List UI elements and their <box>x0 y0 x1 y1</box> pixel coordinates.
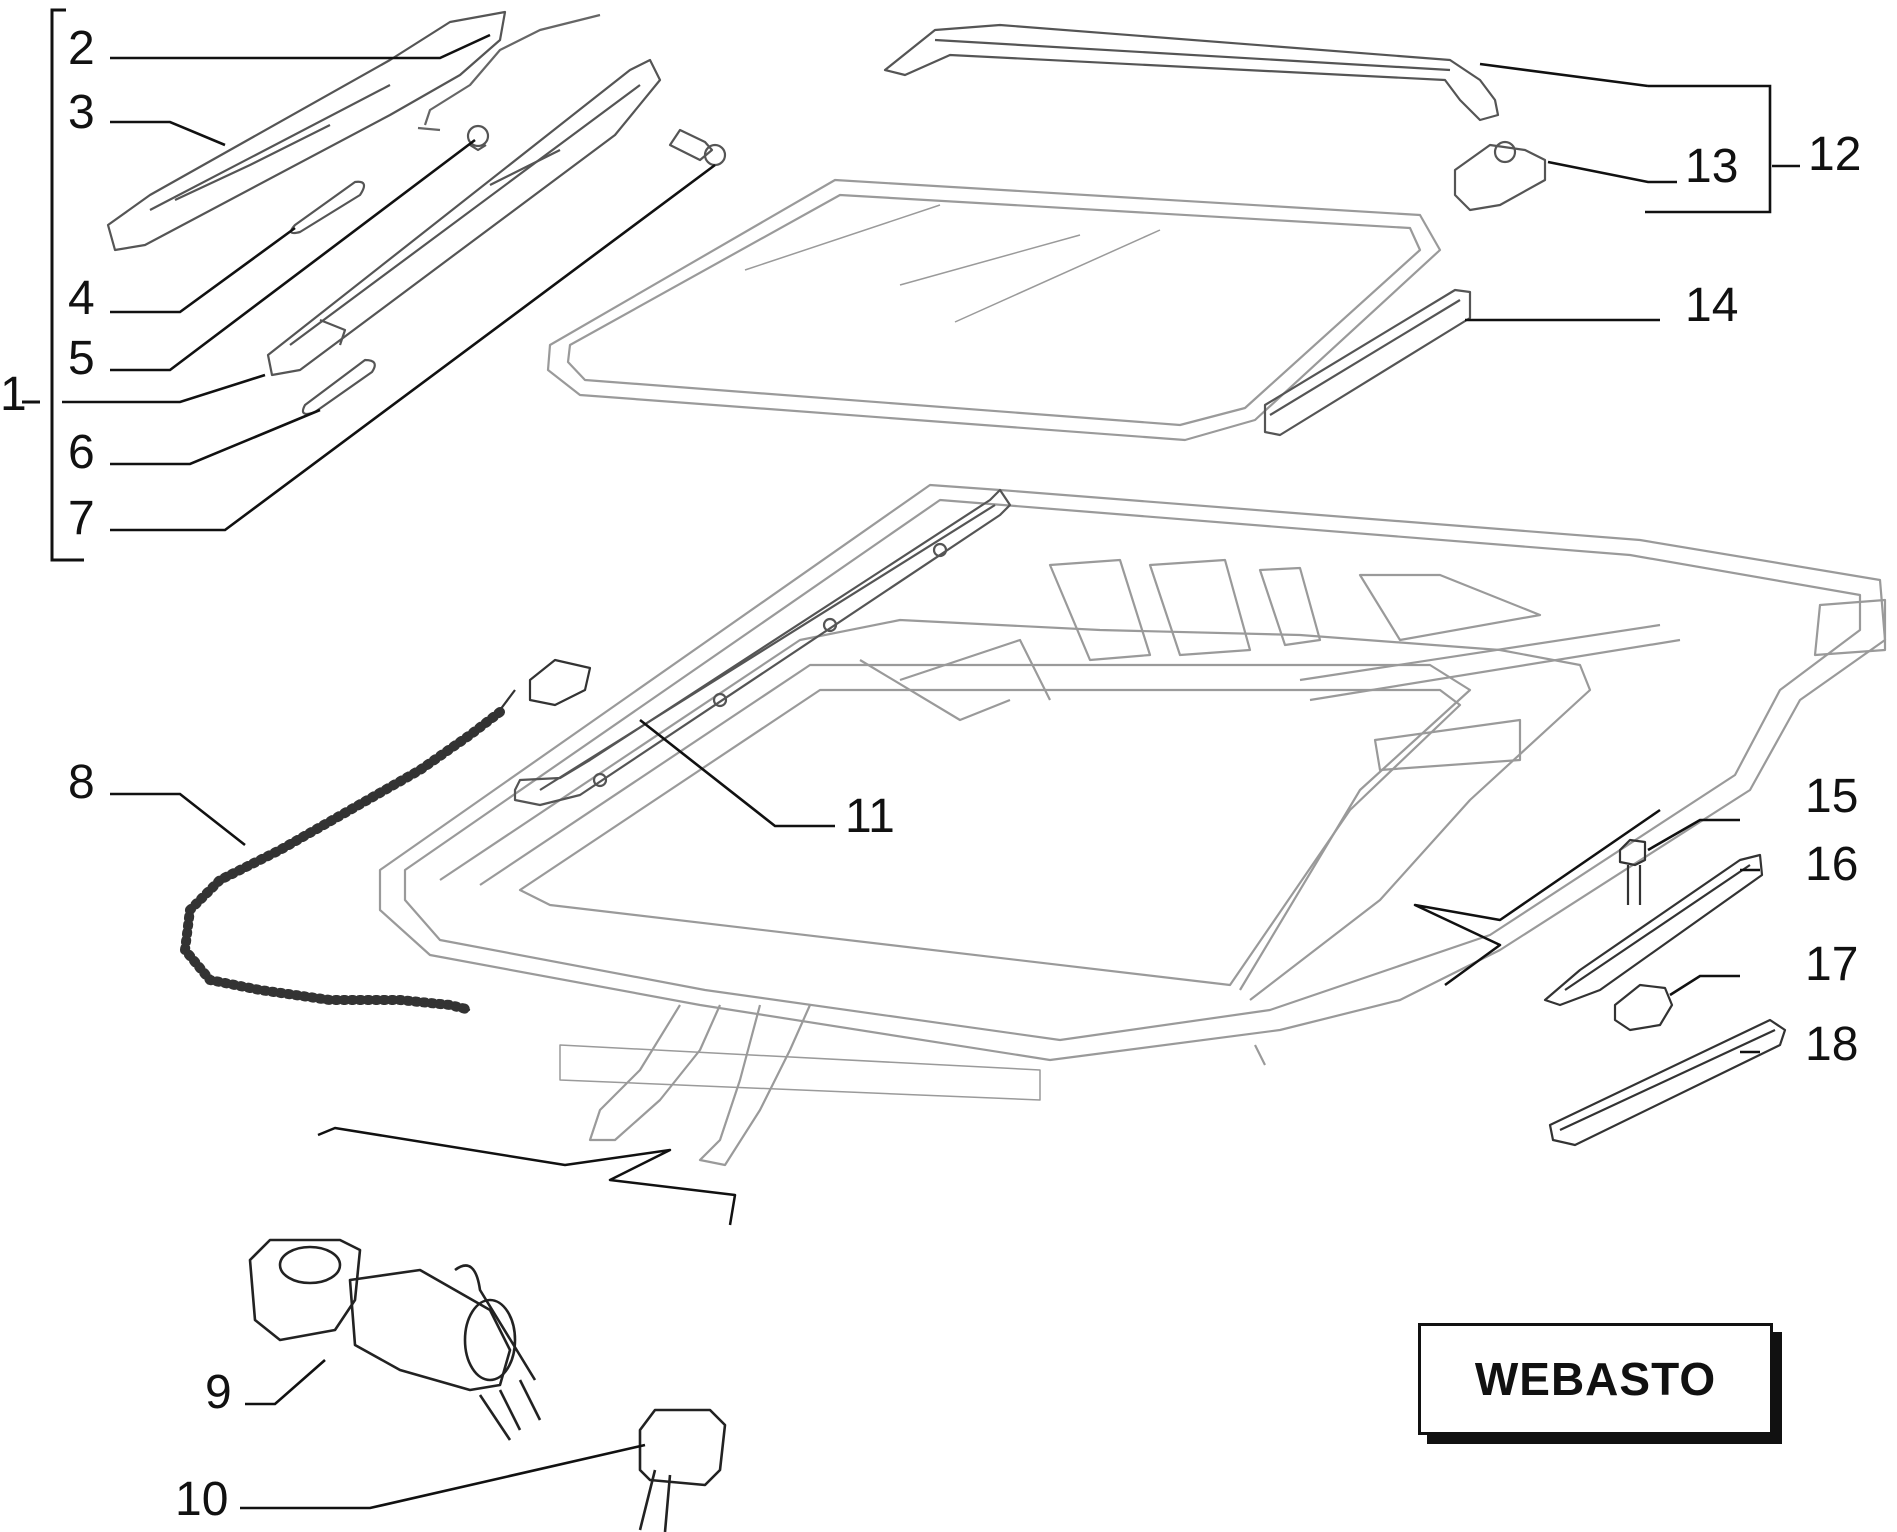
part-8-drive-cable <box>180 658 592 1015</box>
callout-9: 9 <box>205 1366 232 1419</box>
part-7-screw <box>668 128 727 167</box>
part-3-deflector-arm <box>106 10 507 252</box>
callout-8: 8 <box>68 756 95 809</box>
part-13-clip <box>1453 140 1547 212</box>
leader-lines <box>62 33 1800 1510</box>
leader-11 <box>639 718 835 828</box>
brand-label-box: WEBASTO <box>1418 1323 1773 1435</box>
callout-numbers: 2 3 4 5 1 6 7 8 9 10 11 12 13 14 15 16 1… <box>0 22 1861 1526</box>
callout-3: 3 <box>68 86 95 139</box>
leader-7 <box>110 163 716 532</box>
callout-12: 12 <box>1808 128 1861 181</box>
callout-11: 11 <box>845 790 895 843</box>
leader-2 <box>110 33 491 60</box>
leader-5 <box>110 138 476 372</box>
leader-8 <box>110 792 246 847</box>
callout-5: 5 <box>68 332 95 385</box>
leader-3 <box>110 120 226 147</box>
section-markers <box>317 808 1661 1226</box>
callout-13: 13 <box>1685 140 1738 193</box>
callout-7: 7 <box>68 492 95 545</box>
part-6-pad <box>301 358 376 415</box>
leader-4 <box>110 226 296 314</box>
part-10-relay <box>638 1408 727 1532</box>
callout-10: 10 <box>175 1473 228 1526</box>
part-2-cable <box>417 13 601 132</box>
leader-17 <box>1669 974 1740 997</box>
part-14-seal-strip <box>1263 288 1472 437</box>
part-15-bolt <box>1618 838 1647 905</box>
leader-10 <box>240 1443 646 1510</box>
callout-4: 4 <box>68 272 95 325</box>
group-1-bracket <box>22 8 84 562</box>
leader-13 <box>1547 160 1677 184</box>
leader-1 <box>62 373 266 404</box>
callout-17: 17 <box>1805 938 1858 991</box>
leader-15 <box>1647 818 1740 852</box>
callout-15: 15 <box>1805 770 1858 823</box>
part-4-pad <box>289 180 366 235</box>
part-9-motor <box>248 1238 542 1441</box>
leader-9 <box>245 1359 326 1406</box>
part-16-bracket <box>1543 853 1764 1007</box>
callout-6: 6 <box>68 426 95 479</box>
roof-frame <box>378 483 1887 1167</box>
callout-18: 18 <box>1805 1018 1858 1071</box>
callout-16: 16 <box>1805 838 1858 891</box>
brand-label: WEBASTO <box>1474 1353 1717 1405</box>
part-1-guide-rail <box>266 58 662 377</box>
leader-12-bar <box>1479 62 1649 88</box>
part-18-slider-plate <box>1548 1018 1787 1147</box>
callout-2: 2 <box>68 22 95 75</box>
leader-6 <box>110 408 321 466</box>
part-12-rear-bar <box>883 23 1500 122</box>
part-17-clip <box>1613 983 1674 1032</box>
part-11-cable-guide <box>513 488 1012 807</box>
callout-14: 14 <box>1685 279 1738 332</box>
leader-12-bracket <box>1645 84 1772 214</box>
glass-panel <box>546 178 1442 442</box>
part-5-nut <box>466 124 490 152</box>
callout-1: 1 <box>0 368 27 421</box>
